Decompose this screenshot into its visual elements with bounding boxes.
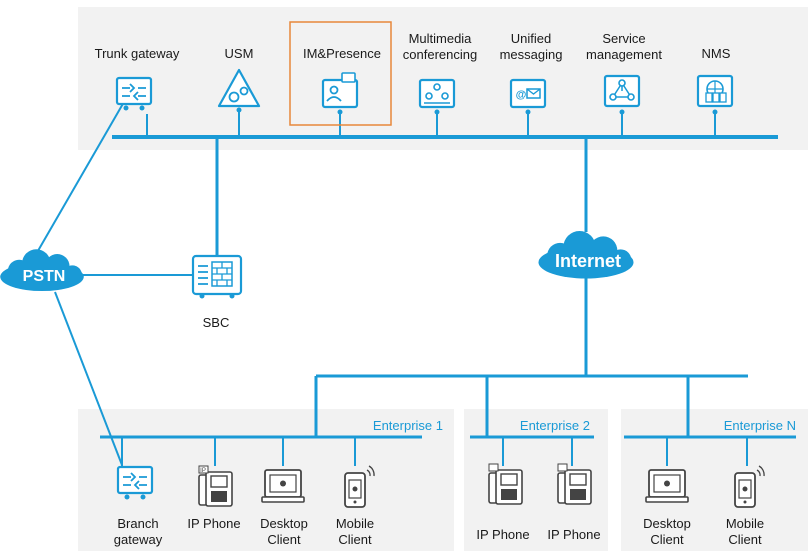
ip-phone-icon: [488, 463, 523, 505]
device-label-desktop-n: Desktop: [643, 516, 691, 531]
service-label-im-presence: IM&Presence: [303, 46, 381, 61]
pstn-cloud: PSTN: [0, 249, 84, 292]
enterprise-n-title: Enterprise N: [724, 418, 796, 433]
desktop-client-icon: [645, 469, 689, 503]
usm-gear-icon: [217, 68, 261, 113]
pstn-label: PSTN: [23, 268, 66, 285]
enterprise-1-title: Enterprise 1: [373, 418, 443, 433]
ip-phone-tag: IP: [200, 468, 206, 474]
device-label-ip-phone-1: IP Phone: [187, 516, 240, 531]
internet-label: Internet: [555, 251, 621, 271]
device-label-mobile-1: Mobile: [336, 516, 374, 531]
service-management-icon: [603, 74, 641, 115]
desktop-client-icon: [261, 469, 305, 503]
service-label-nms: NMS: [702, 46, 731, 61]
device-label-desktop-1: Desktop: [260, 516, 308, 531]
service-label-multimedia: Multimedia: [409, 31, 473, 46]
service-labels: Trunk gateway USM IM&Presence Multimedia…: [95, 31, 731, 62]
messaging-icon: @: [509, 78, 547, 115]
device-label-ip-phone-2a: IP Phone: [476, 527, 529, 542]
sbc-label: SBC: [203, 315, 230, 330]
device-label-mobile-n: Mobile: [726, 516, 764, 531]
service-label-messaging: messaging: [500, 47, 563, 62]
device-label-mobile-client-n: Client: [728, 532, 762, 547]
service-label-conferencing: conferencing: [403, 47, 477, 62]
service-label-management: management: [586, 47, 662, 62]
sbc-firewall-icon: [191, 254, 243, 299]
svg-text:@: @: [516, 89, 527, 101]
backbone-links: [34, 94, 748, 466]
device-label-client-1: Client: [267, 532, 301, 547]
nms-icon: [696, 74, 734, 115]
device-label-branch: Branch: [117, 516, 158, 531]
im-presence-highlight: [289, 21, 392, 126]
enterprise-2-title: Enterprise 2: [520, 418, 590, 433]
ip-phone-icon: [557, 463, 592, 505]
service-label-usm: USM: [225, 46, 254, 61]
enterprise-buses: [100, 435, 796, 466]
device-label-gateway: gateway: [114, 532, 163, 547]
device-label-client-n: Client: [650, 532, 684, 547]
im-presence-icon: [321, 72, 359, 115]
service-label-service: Service: [602, 31, 645, 46]
service-label-trunk-gateway: Trunk gateway: [95, 46, 180, 61]
services-panel: [78, 7, 808, 150]
internet-cloud: Internet: [538, 231, 634, 279]
service-label-unified: Unified: [511, 31, 551, 46]
conferencing-icon: [418, 78, 456, 115]
device-label-ip-phone-2b: IP Phone: [547, 527, 600, 542]
device-label-mobile-client-1: Client: [338, 532, 372, 547]
